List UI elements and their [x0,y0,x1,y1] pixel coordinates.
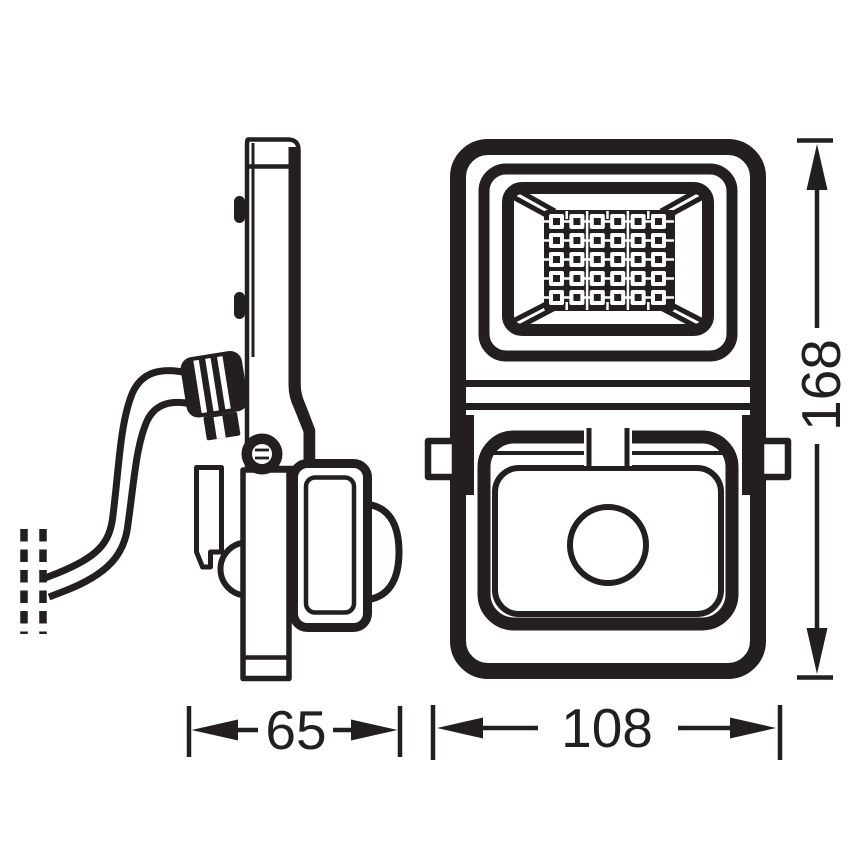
bevel-diagonal-tl-1 [511,194,550,219]
gland-stem-slit [213,415,226,440]
led-chip [610,233,626,248]
bracket-arm-bar [240,467,292,682]
side-view [20,137,403,682]
led-chip [651,252,666,267]
led-chip [630,271,646,286]
led-chip [610,252,626,267]
led-chip [651,214,666,229]
led-chip [630,233,646,248]
gland-slit-1 [193,359,208,414]
led-chip [589,214,605,229]
led-chip [589,233,605,248]
bevel-diagonal-tr-2 [659,189,697,214]
motion-sensor-circle [567,504,649,586]
sensor-dome-side [361,500,403,604]
led-chip [569,214,585,229]
pivot-inner [252,444,272,464]
cable-gland [180,350,248,441]
screw-bump-top [234,196,245,223]
dimension-height: 168 [790,138,852,680]
led-chip [651,233,666,248]
led-chip [549,290,564,305]
dim-width-arrow-right [730,717,776,739]
led-chip [549,233,564,248]
bracket-tab-right [757,437,792,481]
dim-depth-arrow-left [191,719,238,741]
led-chip [610,271,626,286]
housing-outer-side [289,459,372,632]
led-chip [549,214,564,229]
led-chip [569,252,585,267]
dim-depth-value: 65 [265,699,326,761]
dim-height-arrow-bottom [806,628,828,674]
led-chip [589,271,605,286]
dimension-width: 108 [430,697,783,760]
led-chip [549,252,564,267]
led-panel [544,210,675,311]
led-chip [589,290,605,305]
bracket-tab-left [424,437,459,481]
dimension-depth: 65 [186,699,403,761]
led-chip [569,233,585,248]
led-chip [589,252,605,267]
led-chip [569,271,585,286]
dim-width-arrow-left [437,717,483,739]
led-chip [651,271,666,286]
power-cable-upper-line [43,367,189,582]
dim-depth-arrow-right [351,719,398,741]
pivot-screw [241,433,283,475]
sensor-housing-side [289,459,372,632]
bracket-arm-front-left [452,415,474,495]
led-grid [544,211,674,310]
dim-height-value: 168 [790,339,852,431]
mounting-plate-side [194,465,224,570]
lens-bevel-frame [502,182,714,336]
bevel-diagonal-bl-1 [511,300,550,324]
housing-inner-front [492,465,724,617]
gland-slit-2 [205,357,219,412]
body-right-edge-thick [288,147,315,465]
housing-inner-side [303,475,357,615]
dim-width-value: 108 [561,697,653,759]
led-chip [569,290,585,305]
gland-slit-3 [217,356,231,410]
power-cable-lower-line [47,398,192,601]
screw-bump-bottom [234,292,245,319]
front-inner-frame [478,163,738,362]
bracket-arm-side [240,467,292,682]
front-view [424,139,792,679]
sensor-housing-front [477,426,739,631]
dim-height-arrow-top [806,144,828,190]
led-chip [630,252,646,267]
led-chip [630,290,646,305]
led-chip [610,290,626,305]
housing-notch-gap [584,426,632,466]
led-chip [549,271,564,286]
bevel-diagonal-tl-2 [519,189,557,214]
led-chip [610,214,626,229]
led-chip [630,214,646,229]
led-chip [651,290,666,305]
bracket-arm-front-right [742,415,764,495]
